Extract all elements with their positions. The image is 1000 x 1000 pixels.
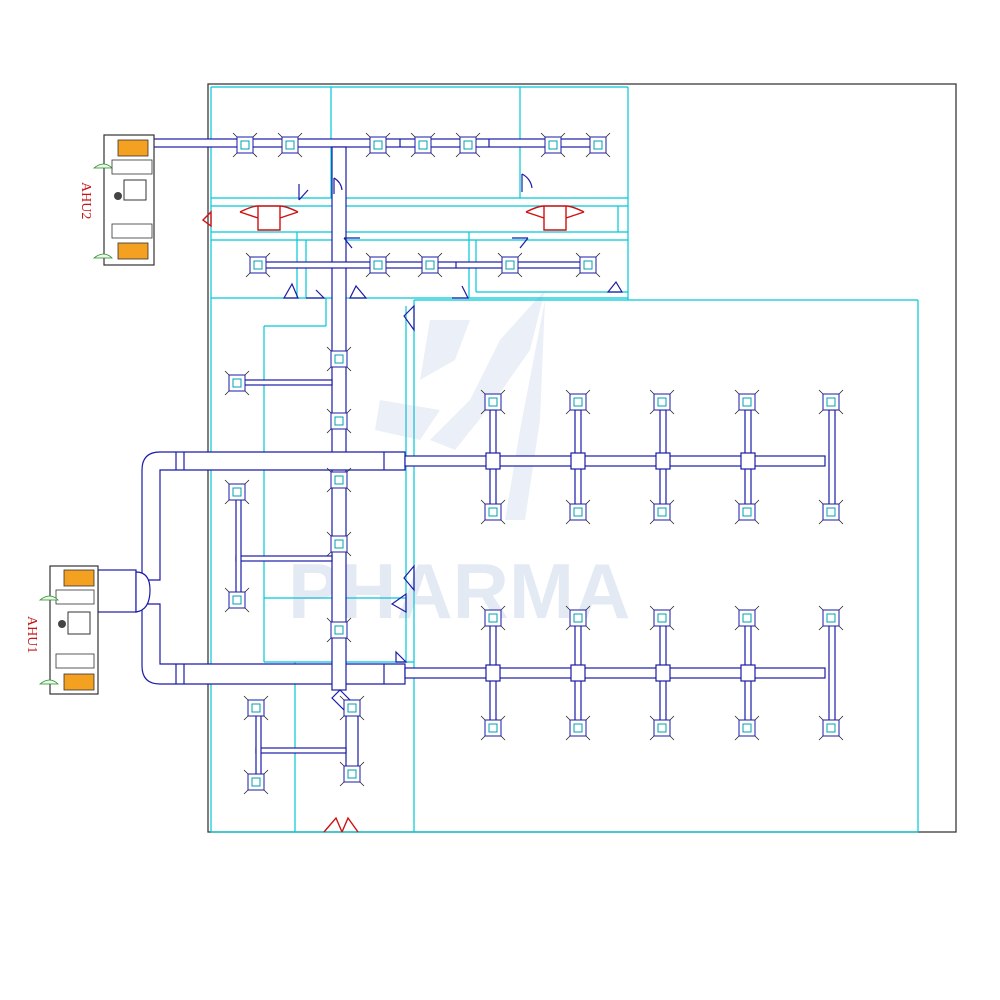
door-swing-icon bbox=[306, 289, 326, 299]
ceiling-diffuser-icon bbox=[339, 761, 365, 787]
ceiling-diffuser-icon bbox=[649, 499, 675, 525]
ceiling-diffuser-icon bbox=[818, 499, 844, 525]
door-swing-icon bbox=[349, 284, 368, 299]
door-swing-icon bbox=[282, 282, 299, 299]
ceiling-diffuser-icon bbox=[818, 715, 844, 741]
ceiling-diffuser-icon bbox=[565, 389, 591, 415]
fan-icon bbox=[123, 179, 147, 201]
ceiling-diffuser-icon bbox=[734, 605, 760, 631]
ceiling-diffuser-icon bbox=[565, 715, 591, 741]
ceiling-diffuser-icon bbox=[243, 769, 269, 795]
ceiling-diffuser-icon bbox=[455, 132, 481, 158]
doors bbox=[201, 173, 624, 833]
damper-icon bbox=[92, 163, 113, 169]
ceiling-diffusers bbox=[224, 132, 844, 795]
watermark-logo-icon bbox=[375, 290, 545, 520]
ceiling-diffuser-icon bbox=[818, 605, 844, 631]
door-swing-icon bbox=[395, 650, 408, 663]
ceiling-diffuser-icon bbox=[734, 499, 760, 525]
ahu1-label: AHU1 bbox=[24, 616, 39, 653]
double-door-icon bbox=[323, 816, 359, 833]
ceiling-diffuser-icon bbox=[734, 715, 760, 741]
ahu1-unit: AHU1 bbox=[24, 565, 99, 695]
ceiling-diffuser-icon bbox=[649, 605, 675, 631]
ceiling-diffuser-icon bbox=[277, 132, 303, 158]
filter-icon bbox=[63, 673, 95, 691]
ceiling-diffuser-icon bbox=[480, 605, 506, 631]
ceiling-diffuser-icon bbox=[245, 252, 271, 278]
double-door-icon bbox=[239, 205, 299, 231]
filter-icon bbox=[117, 139, 149, 157]
ceiling-diffuser-icon bbox=[540, 132, 566, 158]
door-swing-icon bbox=[521, 173, 533, 192]
ceiling-diffuser-icon bbox=[565, 499, 591, 525]
ceiling-diffuser-icon bbox=[326, 346, 352, 372]
double-door-icon bbox=[525, 205, 585, 231]
door-swing-icon bbox=[298, 184, 309, 201]
ceiling-diffuser-icon bbox=[232, 132, 258, 158]
ceiling-diffuser-icon bbox=[339, 695, 365, 721]
ceiling-diffuser-icon bbox=[818, 389, 844, 415]
ceiling-diffuser-icon bbox=[649, 715, 675, 741]
motor-icon bbox=[114, 192, 122, 200]
door-swing-icon bbox=[452, 285, 469, 299]
door-swing-icon bbox=[403, 304, 415, 332]
door-swing-icon bbox=[403, 564, 415, 592]
ceiling-diffuser-icon bbox=[480, 715, 506, 741]
ceiling-diffuser-icon bbox=[224, 370, 250, 396]
ceiling-diffuser-icon bbox=[224, 587, 250, 613]
ceiling-diffuser-icon bbox=[326, 467, 352, 493]
door-swing-icon bbox=[333, 177, 343, 194]
ceiling-diffuser-icon bbox=[224, 479, 250, 505]
ceiling-diffuser-icon bbox=[410, 132, 436, 158]
ceiling-diffuser-icon bbox=[480, 389, 506, 415]
filter-icon bbox=[63, 569, 95, 587]
fan-icon bbox=[67, 611, 91, 635]
ahu2-label: AHU2 bbox=[78, 182, 93, 219]
damper-icon bbox=[38, 595, 59, 601]
damper-icon bbox=[92, 253, 113, 259]
ceiling-diffuser-icon bbox=[365, 252, 391, 278]
ahu1-supply-ducts bbox=[97, 451, 826, 783]
ceiling-diffuser-icon bbox=[585, 132, 611, 158]
ceiling-diffuser-icon bbox=[497, 252, 523, 278]
ceiling-diffuser-icon bbox=[417, 252, 443, 278]
filter-icon bbox=[117, 242, 149, 260]
door-swing-icon bbox=[343, 237, 360, 249]
ceiling-diffuser-icon bbox=[326, 408, 352, 434]
ceiling-diffuser-icon bbox=[565, 605, 591, 631]
main-room-lower-branches bbox=[485, 623, 836, 723]
door-swing-icon bbox=[512, 237, 529, 249]
ceiling-diffuser-icon bbox=[326, 617, 352, 643]
double-door-icon bbox=[201, 210, 212, 228]
door-swing-icon bbox=[606, 280, 624, 293]
ceiling-diffuser-icon bbox=[480, 499, 506, 525]
damper-icon bbox=[38, 679, 59, 685]
door-swing-icon bbox=[390, 592, 407, 614]
ceiling-diffuser-icon bbox=[734, 389, 760, 415]
motor-icon bbox=[58, 620, 66, 628]
ceiling-diffuser-icon bbox=[243, 695, 269, 721]
ceiling-diffuser-icon bbox=[326, 531, 352, 557]
ceiling-diffuser-icon bbox=[365, 132, 391, 158]
ahu2-unit: AHU2 bbox=[78, 134, 155, 266]
ceiling-diffuser-icon bbox=[649, 389, 675, 415]
ceiling-diffuser-icon bbox=[575, 252, 601, 278]
